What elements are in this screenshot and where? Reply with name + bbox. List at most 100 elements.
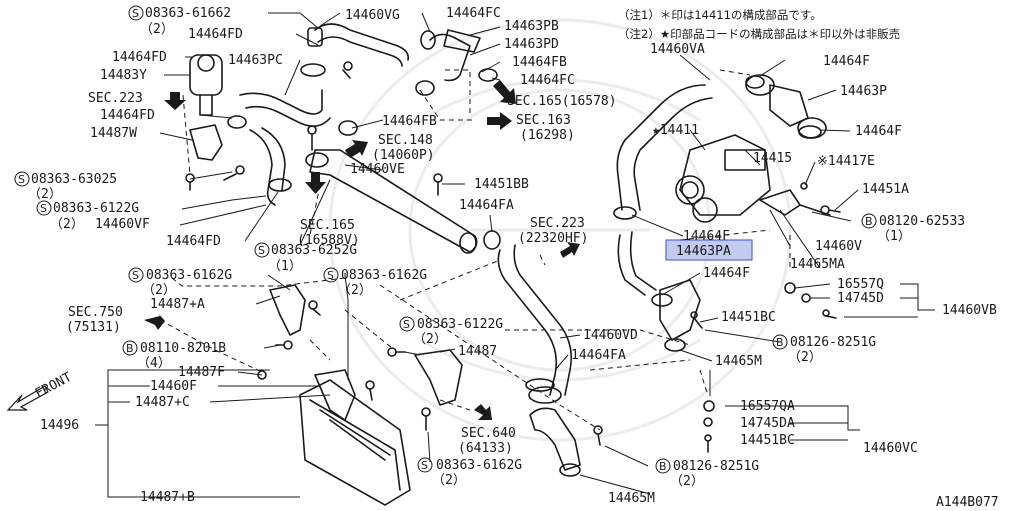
label-14465m-b: 14465M: [608, 491, 655, 506]
label-14487: 14487: [458, 344, 497, 359]
label-14463pb: 14463PB: [504, 19, 559, 34]
label-08363-61662: 08363-61662: [145, 6, 231, 21]
label-14463pd: 14463PD: [504, 37, 559, 52]
label-08363-6252g-qty: （1）: [268, 259, 302, 274]
label-14464f-b: 14464F: [855, 124, 902, 139]
label-sec148: SEC.148: [378, 133, 433, 148]
label-sec165-a: SEC.165(16578): [507, 94, 617, 109]
label-14464fd-b: 14464FD: [112, 50, 167, 65]
label-08126-8251g-a: 08126-8251G: [790, 335, 876, 350]
label-14451bc-b: 14451BC: [740, 433, 795, 448]
leader-lines: [95, 12, 935, 498]
label-14460va: 14460VA: [650, 42, 705, 57]
label-14464fb-b: 14464FB: [382, 114, 437, 129]
s-symbol: S: [258, 244, 265, 257]
label-sec163: SEC.163: [516, 113, 571, 128]
label-08363-6122g-b: 08363-6122G: [417, 317, 503, 332]
label-08126-8251g-b: 08126-8251G: [673, 459, 759, 474]
dashed-lines: [159, 69, 791, 431]
label-14496: 14496: [40, 418, 79, 433]
label-14463p: 14463P: [840, 84, 887, 99]
label-14451bb: 14451BB: [474, 177, 529, 192]
label-14464fb-a: 14464FB: [512, 55, 567, 70]
label-14464fa-a: 14464FA: [459, 198, 514, 213]
label-08363-6162g-a-qty: （2）: [142, 283, 176, 298]
arrow-sec223-a: [164, 92, 186, 110]
label-08363-6122g-a-qty: （2）: [50, 217, 84, 232]
label-14463pa: 14463PA: [676, 244, 731, 259]
label-sec223-a: SEC.223: [88, 91, 143, 106]
label-08363-6162g-b: 08363-6162G: [341, 268, 427, 283]
arrow-sec750: [144, 313, 165, 330]
label-08363-6122g-a: 08363-6122G: [53, 201, 139, 216]
s-symbol: S: [132, 7, 139, 20]
label-14460f: 14460F: [150, 379, 197, 394]
part-labels: 14460VG 14464FC 14463PB 14463PD 14464FB …: [28, 6, 999, 510]
label-14464fc-a: 14464FC: [446, 6, 501, 21]
label-08126-8251g-b-qty: （2）: [670, 474, 704, 489]
label-sec223-b-sub: (22320HF): [518, 231, 588, 246]
label-14465ma: 14465MA: [790, 257, 845, 272]
label-14487b: 14487+B: [140, 490, 195, 505]
label-14483y: 14483Y: [100, 68, 147, 83]
label-16557qa: 16557QA: [740, 399, 795, 414]
label-14487c: 14487+C: [135, 395, 190, 410]
hose-14460vg-part: [314, 23, 410, 61]
label-08363-6162g-a: 08363-6162G: [146, 268, 232, 283]
label-14464fa-b: 14464FA: [571, 348, 626, 363]
label-sec640: SEC.640: [461, 426, 516, 441]
s-symbol: S: [132, 269, 139, 282]
intercooler-14496-part: [299, 379, 411, 506]
label-14487f: 14487F: [178, 365, 225, 380]
arrow-sec165-a: [493, 80, 516, 104]
label-sec165-b: SEC.165: [300, 218, 355, 233]
label-08120-62533-qty: （1）: [877, 229, 911, 244]
label-14460vb: 14460VB: [942, 303, 997, 318]
label-14415: 14415: [753, 151, 792, 166]
b-symbol: B: [659, 460, 667, 473]
label-sec148-sub: (14060P): [372, 148, 435, 163]
arrow-sec163: [487, 112, 512, 130]
b-symbol: B: [776, 336, 784, 349]
label-14460vf: 14460VF: [95, 217, 150, 232]
label-14464f-c: 14464F: [683, 229, 730, 244]
arrow-sec223-b: [560, 242, 580, 258]
label-14417e: ※14417E: [817, 154, 875, 169]
label-sec223-b: SEC.223: [530, 216, 585, 231]
highlight-14463pa: [665, 239, 753, 261]
label-14460vg: 14460VG: [345, 8, 400, 23]
section-arrows: [6, 80, 580, 420]
label-08363-6162g-b-qty: （2）: [338, 283, 372, 298]
label-14465m-a: 14465M: [715, 354, 762, 369]
label-14745d: 14745D: [837, 291, 884, 306]
label-08363-63025: 08363-63025: [31, 172, 117, 187]
arrow-sec165-b: [305, 172, 326, 194]
label-14487a: 14487+A: [150, 297, 205, 312]
label-08363-63025-qty: （2）: [28, 187, 62, 202]
label-front: FRONT: [33, 370, 75, 402]
s-symbol: S: [40, 202, 47, 215]
note-2: （注2）★印部品コードの構成部品は＊印以外は非販売: [618, 27, 900, 41]
label-14451bc-a: 14451BC: [721, 310, 776, 325]
label-14464f-a: 14464F: [823, 54, 870, 69]
label-14464fd-d: 14464FD: [166, 234, 221, 249]
b-symbol: B: [126, 342, 134, 355]
arrow-sec640: [474, 404, 492, 420]
label-08363-6162g-c: 08363-6162G: [436, 458, 522, 473]
label-sec640-sub: (64133): [458, 441, 513, 456]
label-08363-6122g-b-qty: （2）: [413, 332, 447, 347]
label-08110-8201b-qty: （4）: [137, 356, 171, 371]
s-symbol: S: [327, 269, 334, 282]
s-symbol: S: [403, 318, 410, 331]
label-14463pc: 14463PC: [228, 53, 283, 68]
label-sec750-sub: (75131): [66, 320, 121, 335]
note-1: （注1）＊印は14411の構成部品です。: [618, 8, 822, 22]
hose-14460va-part: [616, 84, 706, 211]
label-14487w: 14487W: [90, 126, 137, 141]
label-08120-62533: 08120-62533: [879, 214, 965, 229]
label-14460vd: 14460VD: [583, 328, 638, 343]
label-14464f-d: 14464F: [703, 266, 750, 281]
b-symbol: B: [865, 215, 873, 228]
label-14460ve: 14460VE: [350, 162, 405, 177]
